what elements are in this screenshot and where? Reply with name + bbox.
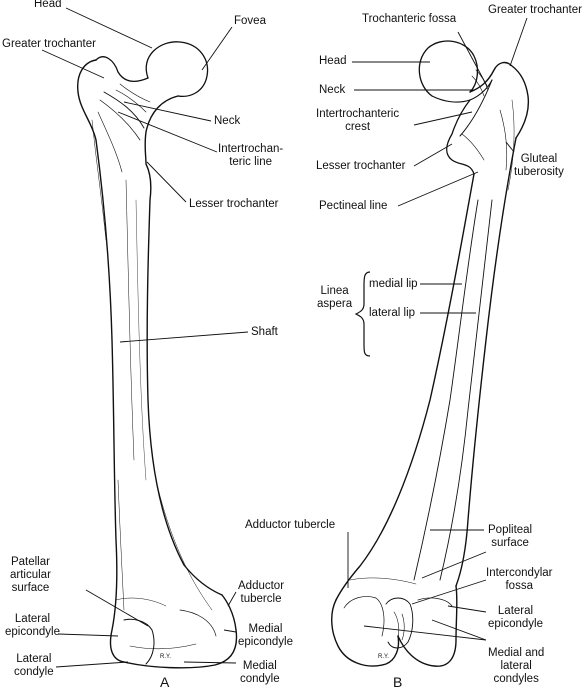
label-greater-trochanter-b: Greater trochanter	[488, 4, 582, 16]
leader-lines	[41, 7, 528, 668]
linea-aspera-brace	[354, 271, 371, 357]
label-lateral-epicondyle-a: Lateral epicondyle	[5, 613, 60, 638]
label-lesser-trochanter-b: Lesser trochanter	[316, 160, 406, 172]
label-gluteal-tuberosity: Gluteal tuberosity	[514, 153, 564, 178]
label-intertrochanteric-line: Intertrochan- teric line	[218, 143, 284, 168]
label-pectineal-line: Pectineal line	[319, 200, 388, 212]
label-patellar-articular-surface: Patellar articular surface	[10, 556, 51, 594]
label-lateral-condyle-a: Lateral condyle	[14, 653, 54, 678]
panel-label-b: B	[393, 674, 403, 690]
label-intertrochanteric-crest: Intertrochanteric crest	[316, 108, 400, 133]
label-neck-b: Neck	[319, 84, 346, 96]
artist-initials-b: R.Y.	[378, 654, 389, 660]
label-trochanteric-fossa: Trochanteric fossa	[362, 13, 457, 25]
label-medial-lip: medial lip	[369, 278, 418, 290]
label-medial-condyle-a: Medial condyle	[240, 660, 280, 685]
femur-anterior-drawing: R.Y.	[77, 41, 238, 669]
label-intercondylar-fossa: Intercondylar fossa	[486, 567, 553, 592]
label-head-a: Head	[34, 0, 62, 10]
label-fovea: Fovea	[234, 15, 266, 27]
label-neck-a: Neck	[214, 115, 241, 127]
label-lesser-trochanter-a: Lesser trochanter	[189, 198, 279, 210]
label-greater-trochanter-a: Greater trochanter	[2, 38, 96, 50]
label-adductor-tubercle-a: Adductor tubercle	[238, 580, 285, 605]
label-lateral-lip: lateral lip	[369, 307, 416, 319]
label-shaft: Shaft	[251, 326, 278, 338]
label-popliteal-surface: Popliteal surface	[488, 524, 533, 549]
label-lateral-epicondyle-b: Lateral epicondyle	[488, 605, 543, 630]
label-medial-epicondyle-a: Medial epicondyle	[238, 623, 293, 648]
label-adductor-tubercle-b: Adductor tubercle	[245, 519, 336, 531]
label-linea-aspera: Linea aspera	[317, 285, 353, 310]
femur-posterior-drawing: R.Y.	[331, 40, 530, 667]
label-head-b: Head	[319, 55, 347, 67]
artist-initials-a: R.Y.	[160, 654, 171, 660]
label-medial-and-lateral-condyles: Medial and lateral condyles	[488, 647, 545, 685]
panel-label-a: A	[160, 674, 170, 690]
